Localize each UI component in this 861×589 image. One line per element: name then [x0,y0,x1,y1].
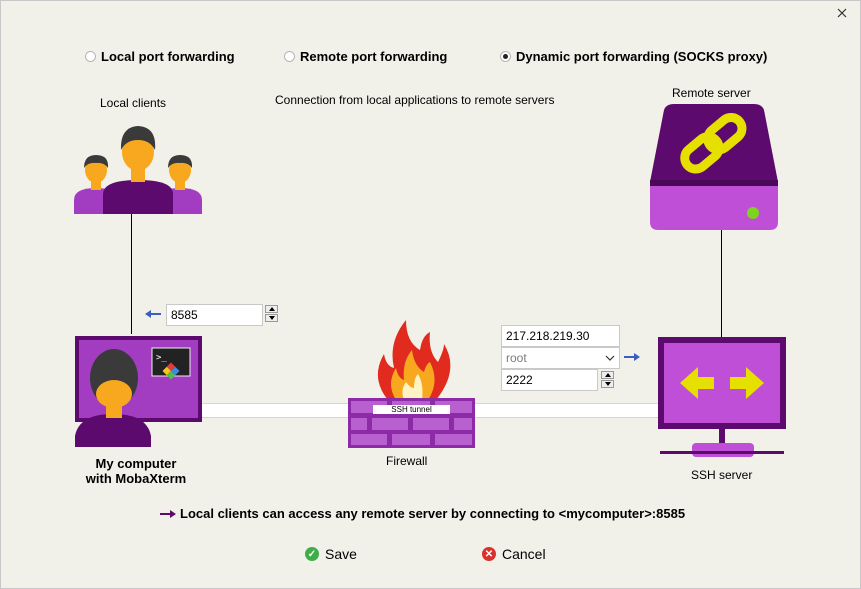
summary-line: Local clients can access any remote serv… [160,506,685,521]
radio-dynamic-forwarding[interactable]: Dynamic port forwarding (SOCKS proxy) [500,49,767,64]
my-computer-line1: My computer [95,456,177,471]
ssh-port-value: 2222 [506,373,533,387]
radio-dot-selected [500,51,511,62]
svg-text:>_: >_ [156,353,167,363]
stepper-down[interactable] [601,380,614,388]
description-text: Connection from local applications to re… [275,93,555,107]
check-icon: ✓ [305,547,319,561]
radio-label: Remote port forwarding [300,49,448,64]
my-computer-line2: with MobaXterm [85,471,187,486]
radio-remote-forwarding[interactable]: Remote port forwarding [284,49,447,64]
remote-server-icon [650,104,778,230]
forwarded-port-stepper[interactable] [265,305,279,324]
my-computer-icon: >_ [75,336,202,447]
ssh-tunnel-label: SSH tunnel [373,405,450,414]
ssh-login-value: root [506,351,527,365]
cancel-button[interactable]: ✕ Cancel [482,546,546,562]
my-computer-label: My computer with MobaXterm [75,456,197,486]
radio-dot [85,51,96,62]
clients-connector-line [131,214,132,334]
cancel-label: Cancel [502,546,546,562]
save-label: Save [325,546,357,562]
forwarded-port-value: 8585 [171,308,198,322]
local-clients-label: Local clients [100,96,167,110]
ssh-host-value: 217.218.219.30 [506,329,590,343]
firewall-label: Firewall [386,454,428,468]
chevron-down-icon[interactable] [605,355,615,361]
radio-label: Local port forwarding [101,49,235,64]
local-clients-icon [74,126,202,214]
forwarded-port-input[interactable]: 8585 [166,304,263,326]
stepper-up[interactable] [601,371,614,379]
ssh-host-input[interactable]: 217.218.219.30 [501,325,620,347]
remote-server-label: Remote server [672,86,751,100]
ssh-server-label: SSH server [691,468,753,482]
arrow-right-icon [624,353,640,361]
summary-text: Local clients can access any remote serv… [180,506,686,521]
save-button[interactable]: ✓ Save [305,546,357,562]
ssh-login-select[interactable]: root [501,347,620,369]
radio-label: Dynamic port forwarding (SOCKS proxy) [516,49,768,64]
cancel-icon: ✕ [482,547,496,561]
ssh-port-stepper[interactable] [601,371,615,390]
arrow-left-icon [145,310,161,318]
firewall-icon [348,320,475,448]
stepper-down[interactable] [265,314,278,322]
ssh-port-input[interactable]: 2222 [501,369,598,391]
close-icon[interactable] [834,5,850,21]
stepper-up[interactable] [265,305,278,313]
radio-dot [284,51,295,62]
arrow-right-icon [160,509,176,518]
ssh-server-icon [658,337,786,457]
radio-local-forwarding[interactable]: Local port forwarding [85,49,235,64]
server-connector-line [721,230,722,337]
